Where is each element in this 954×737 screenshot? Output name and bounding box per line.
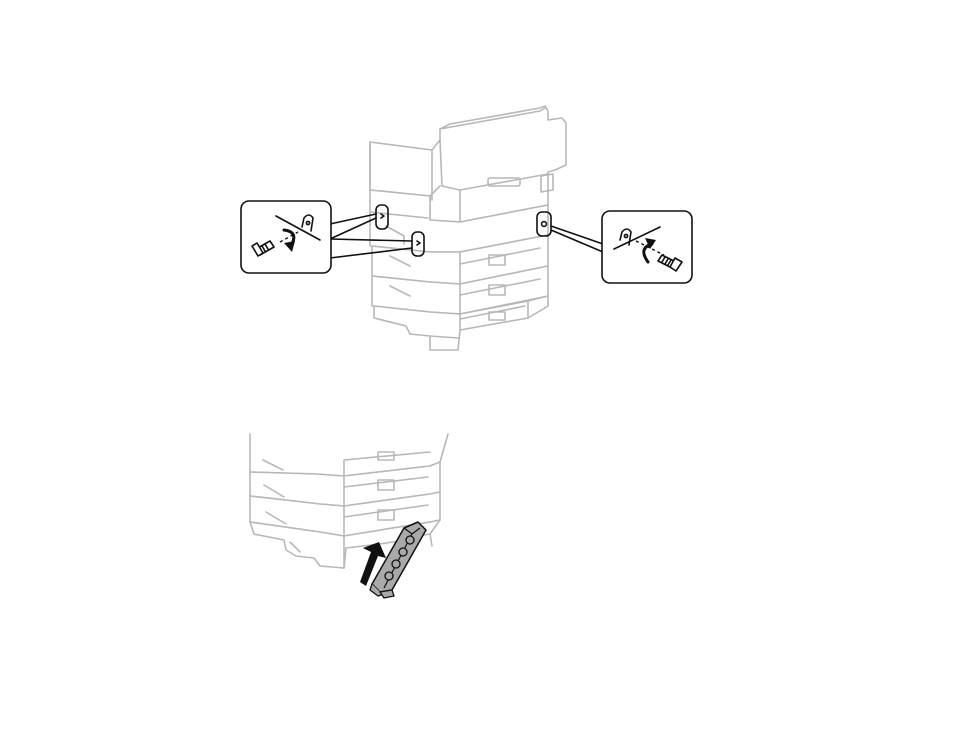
tray-stack-lower-view [250,434,448,568]
right-screw-callout [602,211,692,283]
printer-rear-view [370,106,566,350]
left-screw-callout [241,201,331,273]
